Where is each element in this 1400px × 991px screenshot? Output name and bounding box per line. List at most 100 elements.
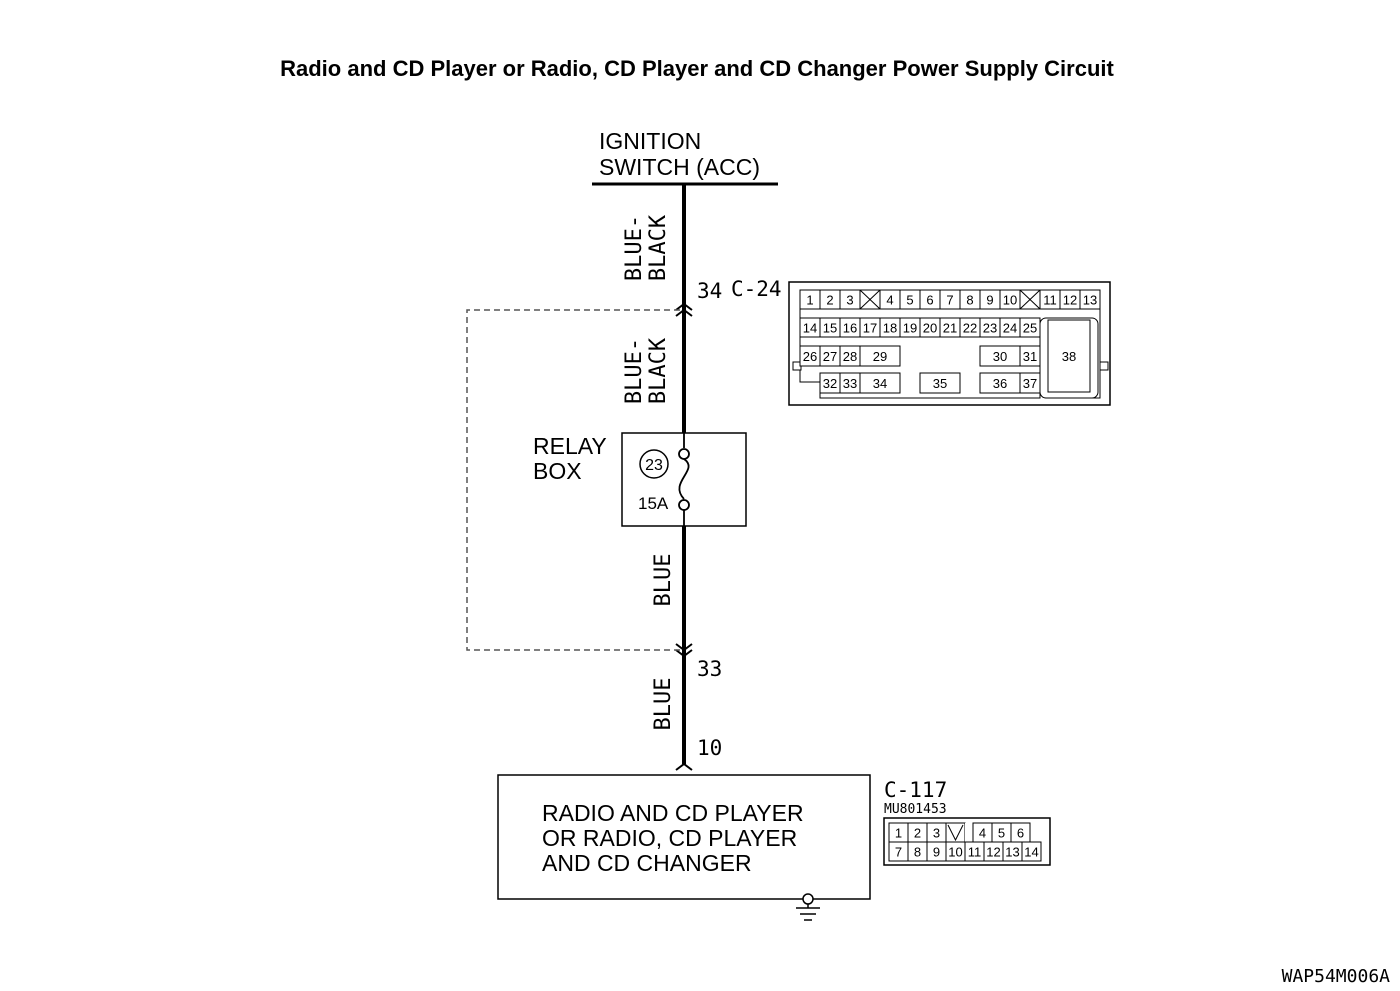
connector-33-marker bbox=[675, 643, 693, 658]
c24-terminal: 5 bbox=[899, 289, 921, 310]
ignition-switch: IGNITION SWITCH (ACC) bbox=[592, 128, 778, 186]
relay-box-label-line1: RELAY bbox=[533, 433, 607, 459]
c117-terminal: 5 bbox=[991, 822, 1012, 843]
svg-text:12: 12 bbox=[1063, 293, 1077, 308]
c117-terminal: 8 bbox=[907, 841, 928, 862]
svg-text:16: 16 bbox=[843, 321, 857, 336]
c24-terminal: 2 bbox=[819, 289, 841, 310]
c24-terminal-cell bbox=[1047, 319, 1091, 393]
connector-10-marker bbox=[675, 762, 693, 771]
c24-blank-cavity bbox=[859, 289, 881, 310]
svg-text:6: 6 bbox=[926, 293, 933, 308]
diagram-title: Radio and CD Player or Radio, CD Player … bbox=[280, 56, 1114, 81]
svg-text:15: 15 bbox=[823, 321, 837, 336]
svg-text:23: 23 bbox=[983, 321, 997, 336]
c24-terminal: 20 bbox=[919, 317, 941, 338]
c24-terminal: 16 bbox=[839, 317, 861, 338]
c24-blank-cavity bbox=[1019, 289, 1041, 310]
svg-text:33: 33 bbox=[843, 376, 857, 391]
component-frame bbox=[497, 774, 871, 900]
component-label-line1: RADIO AND CD PLAYER bbox=[542, 800, 804, 826]
c24-terminal: 30 bbox=[979, 345, 1021, 367]
c24-terminal: 17 bbox=[859, 317, 881, 338]
c24-terminal: 34 bbox=[859, 372, 901, 394]
svg-text:3: 3 bbox=[933, 826, 940, 841]
svg-text:31: 31 bbox=[1023, 349, 1037, 364]
svg-text:36: 36 bbox=[993, 376, 1007, 391]
svg-text:7: 7 bbox=[895, 845, 902, 860]
ignition-label-line1: IGNITION bbox=[599, 128, 701, 154]
svg-text:20: 20 bbox=[923, 321, 937, 336]
c24-terminal: 12 bbox=[1059, 289, 1081, 310]
c24-terminal: 13 bbox=[1079, 289, 1101, 310]
c24-terminal: 38 bbox=[1062, 349, 1076, 364]
wire-color-upper-2: BLACK bbox=[646, 214, 671, 281]
c24-terminal: 27 bbox=[819, 345, 841, 367]
c24-terminal: 37 bbox=[1019, 372, 1041, 394]
radio-cd-player-unit: RADIO AND CD PLAYER OR RADIO, CD PLAYER … bbox=[497, 774, 871, 921]
c24-label: C-24 bbox=[731, 277, 782, 301]
c24-terminal: 33 bbox=[839, 372, 861, 394]
c24-terminal: 7 bbox=[939, 289, 961, 310]
c117-terminal: 14 bbox=[1021, 841, 1042, 862]
c117-label: C-117 bbox=[884, 778, 947, 802]
svg-text:22: 22 bbox=[963, 321, 977, 336]
svg-text:13: 13 bbox=[1005, 845, 1019, 860]
svg-text:32: 32 bbox=[823, 376, 837, 391]
svg-text:5: 5 bbox=[998, 826, 1005, 841]
svg-text:2: 2 bbox=[826, 293, 833, 308]
svg-text:2: 2 bbox=[914, 826, 921, 841]
relay-box: RELAY BOX 23 15A bbox=[533, 432, 747, 527]
c24-terminal: 35 bbox=[919, 372, 961, 394]
svg-text:1: 1 bbox=[806, 293, 813, 308]
c117-key-mark bbox=[945, 822, 966, 843]
c117-terminal: 3 bbox=[926, 822, 947, 843]
c24-terminal: 25 bbox=[1019, 317, 1041, 338]
c24-terminal: 21 bbox=[939, 317, 961, 338]
svg-text:11: 11 bbox=[968, 845, 982, 860]
svg-text:4: 4 bbox=[979, 826, 986, 841]
svg-text:35: 35 bbox=[933, 376, 947, 391]
pin-33-label: 33 bbox=[697, 657, 722, 681]
figure-code: WAP54M006A bbox=[1282, 966, 1391, 987]
c24-terminal: 36 bbox=[979, 372, 1021, 394]
c24-terminal: 1 bbox=[799, 289, 821, 310]
svg-text:10: 10 bbox=[1003, 293, 1017, 308]
c24-terminal: 6 bbox=[919, 289, 941, 310]
c117-terminal: 13 bbox=[1002, 841, 1023, 862]
c117-terminal: 9 bbox=[926, 841, 947, 862]
svg-text:12: 12 bbox=[986, 845, 1000, 860]
svg-text:4: 4 bbox=[886, 293, 893, 308]
svg-text:27: 27 bbox=[823, 349, 837, 364]
c24-terminal: 26 bbox=[799, 345, 821, 367]
c24-terminal: 9 bbox=[979, 289, 1001, 310]
svg-text:19: 19 bbox=[903, 321, 917, 336]
svg-text:14: 14 bbox=[803, 321, 817, 336]
svg-text:30: 30 bbox=[993, 349, 1007, 364]
pin-10-label: 10 bbox=[697, 736, 722, 760]
c117-terminal: 2 bbox=[907, 822, 928, 843]
svg-text:26: 26 bbox=[803, 349, 817, 364]
svg-text:17: 17 bbox=[863, 321, 877, 336]
svg-text:3: 3 bbox=[846, 293, 853, 308]
component-label-line3: AND CD CHANGER bbox=[542, 850, 752, 876]
c24-terminal: 24 bbox=[999, 317, 1021, 338]
c24-terminal: 14 bbox=[799, 317, 821, 338]
c24-terminal: 3 bbox=[839, 289, 861, 310]
svg-text:7: 7 bbox=[946, 293, 953, 308]
svg-text:10: 10 bbox=[948, 845, 962, 860]
connector-34-marker bbox=[675, 302, 693, 317]
c117-terminal: 11 bbox=[964, 841, 985, 862]
svg-text:34: 34 bbox=[873, 376, 887, 391]
c24-latch-right bbox=[1099, 361, 1109, 371]
svg-text:24: 24 bbox=[1003, 321, 1017, 336]
pin-34-label: 34 bbox=[697, 279, 722, 303]
c24-terminal: 15 bbox=[819, 317, 841, 338]
svg-text:6: 6 bbox=[1017, 826, 1024, 841]
dashed-alternate-path bbox=[466, 309, 680, 651]
c24-terminal: 22 bbox=[959, 317, 981, 338]
svg-text:8: 8 bbox=[966, 293, 973, 308]
svg-text:13: 13 bbox=[1083, 293, 1097, 308]
c117-part-number: MU801453 bbox=[884, 802, 947, 817]
